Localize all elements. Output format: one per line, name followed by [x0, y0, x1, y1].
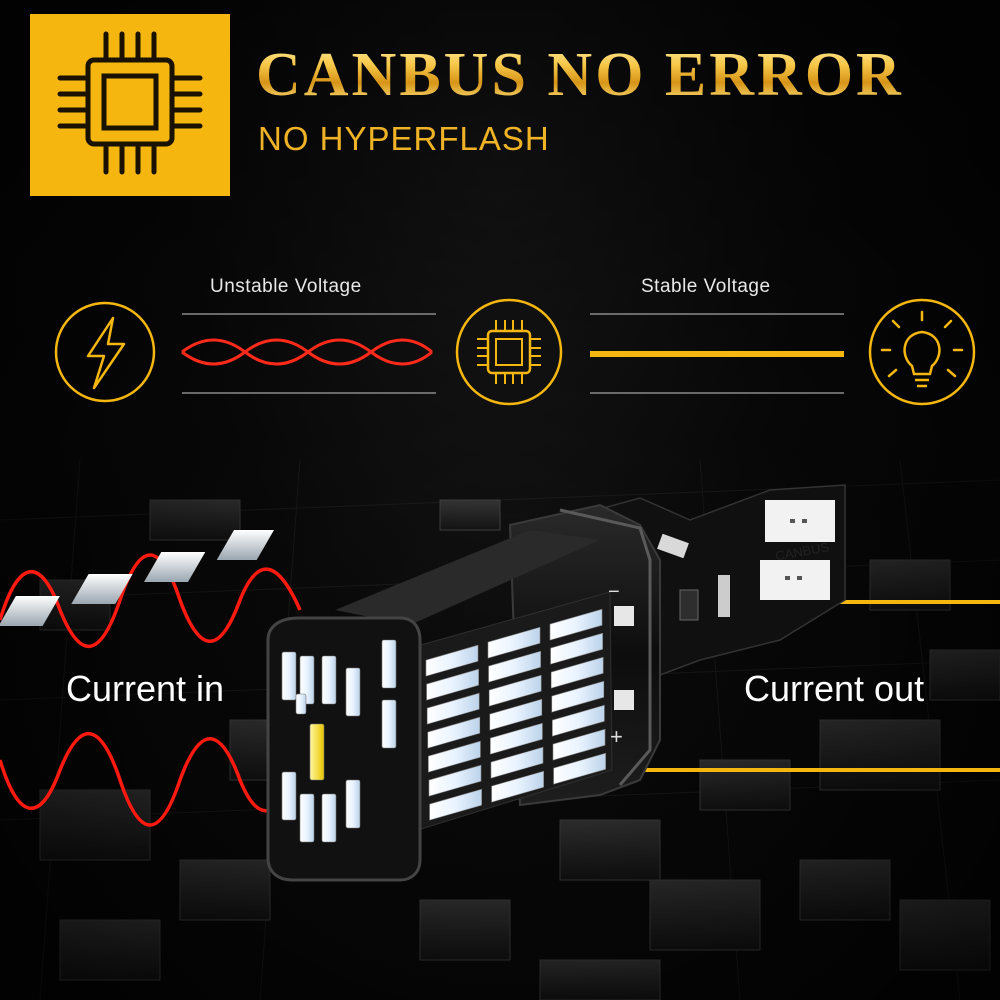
led-chip [321, 793, 337, 843]
led-chip [295, 693, 307, 715]
led-chip [309, 723, 325, 781]
bulb-glow-icon [868, 298, 976, 406]
led-chip [345, 667, 361, 717]
led-chip [491, 770, 544, 803]
led-chip [553, 752, 606, 785]
unstable-voltage-label: Unstable Voltage [210, 276, 362, 297]
led-chip [299, 655, 315, 705]
led-chip [429, 788, 482, 821]
led-chip [552, 728, 606, 761]
lightning-icon [54, 301, 156, 403]
led-chip [426, 692, 480, 725]
minus-sign: − [608, 581, 620, 603]
subheadline: NO HYPERFLASH [258, 120, 550, 157]
led-chip [345, 779, 361, 829]
led-chip [281, 651, 297, 701]
plus-sign: + [610, 724, 623, 749]
led-chip [425, 644, 479, 677]
led-chip [490, 722, 543, 755]
led-chip [426, 668, 479, 701]
led-chip [490, 746, 544, 779]
led-chip [488, 650, 541, 683]
chip-icon [57, 31, 203, 175]
led-chip [428, 764, 482, 797]
side-led-array [425, 608, 606, 821]
led-chip [550, 656, 604, 689]
led-chip [487, 626, 541, 659]
current-out-label: Current out [744, 668, 925, 709]
led-chip [321, 655, 337, 705]
current-in-wave [0, 553, 302, 827]
led-chip [488, 674, 542, 707]
chip-circle-icon [455, 298, 563, 406]
led-chip [281, 771, 297, 821]
led-chip [550, 632, 603, 665]
led-chip [428, 740, 481, 773]
unstable-voltage-graphic [181, 313, 436, 394]
front-led-array [281, 639, 397, 843]
current-in-label: Current in [66, 668, 225, 709]
led-chip [427, 716, 481, 749]
headline: CANBUS NO ERROR [256, 41, 904, 109]
led-chip [551, 680, 605, 713]
led-chip [552, 704, 605, 737]
stable-voltage-graphic [590, 313, 844, 394]
led-chip [489, 698, 543, 731]
led-chip [381, 699, 397, 749]
chip-badge [30, 14, 230, 196]
led-bulb-body: − + [0, 503, 661, 882]
led-chip [381, 639, 397, 689]
led-chip [549, 608, 603, 641]
stable-voltage-label: Stable Voltage [641, 276, 771, 297]
led-chip [299, 793, 315, 843]
